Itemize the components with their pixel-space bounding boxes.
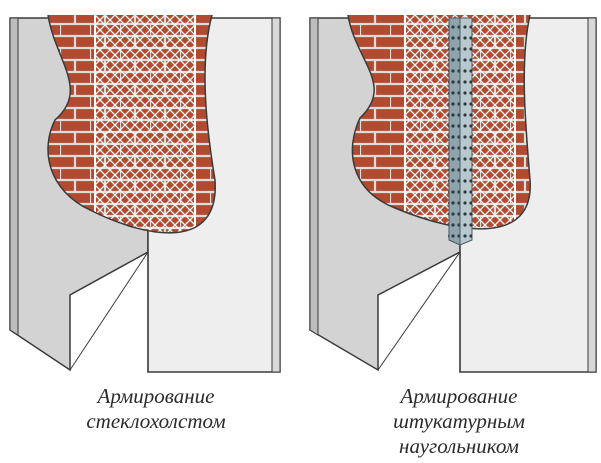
caption-line: штукатурным bbox=[334, 409, 584, 434]
caption-line: Армирование bbox=[334, 384, 584, 409]
right-wall-corner bbox=[310, 10, 596, 372]
right-wall-edge bbox=[272, 18, 280, 372]
caption-line: наугольником bbox=[334, 434, 584, 459]
left-wall-edge bbox=[310, 18, 318, 335]
right-wall-edge bbox=[588, 18, 596, 372]
corner-bead bbox=[448, 18, 472, 245]
caption-line: стеклохолстом bbox=[31, 409, 281, 434]
left-wall-edge bbox=[10, 18, 18, 335]
caption-corner-bead-reinforcement: Армирование штукатурным наугольником bbox=[334, 384, 584, 459]
left-wall-corner bbox=[10, 10, 280, 372]
caption-line: Армирование bbox=[31, 384, 281, 409]
caption-fiberglass-reinforcement: Армирование стеклохолстом bbox=[31, 384, 281, 434]
